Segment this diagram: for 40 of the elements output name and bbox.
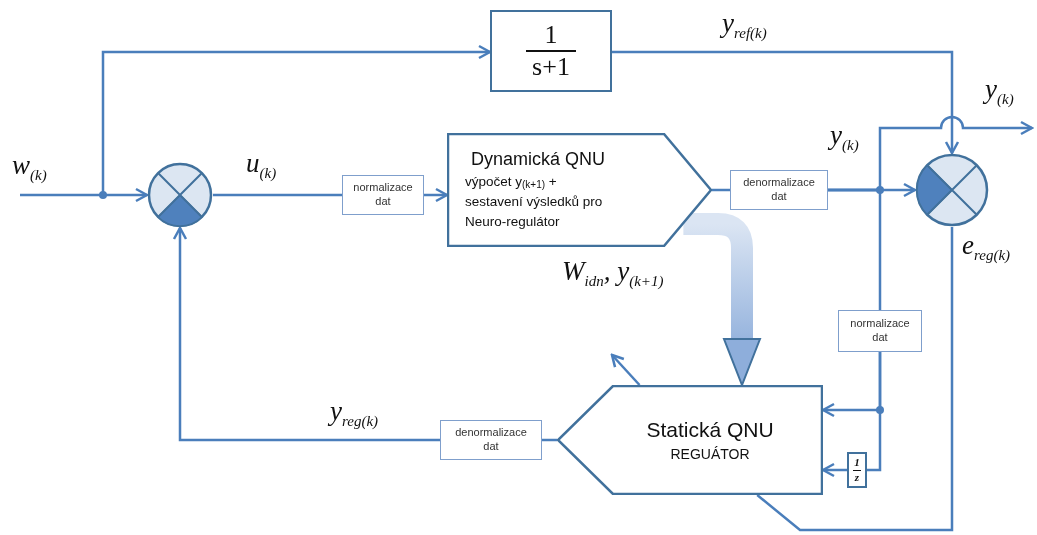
process-box	[440, 420, 542, 460]
block-title: Dynamická QNU	[471, 148, 606, 170]
denominator: z	[852, 469, 862, 484]
box-label: normalizace dat	[849, 317, 911, 345]
delay-block	[847, 452, 867, 488]
connector-line	[213, 193, 342, 197]
summing-junction	[147, 162, 213, 228]
block-description: výpočet y$_{(k+1)}$ + sestavení výsledků pro Neuro-regulátor	[465, 172, 604, 231]
block-description: REGUÁTOR	[670, 446, 750, 462]
process-block	[557, 385, 823, 495]
arrow	[424, 187, 449, 203]
signal-label: W$_{idn}$, y$_{(k+1)}$	[562, 258, 664, 289]
connector-line	[828, 188, 882, 310]
signal-label: w$_{(k)}$	[12, 152, 47, 183]
arrow	[610, 353, 641, 386]
signal-label: u$_{(k)}$	[246, 150, 277, 181]
signal-label: y$_{ref(k)}$	[722, 10, 767, 41]
signal-label: y$_{(k)}$	[985, 76, 1014, 107]
process-box	[730, 170, 828, 210]
process-box	[342, 175, 424, 215]
process-box	[838, 310, 922, 352]
arrow	[612, 50, 960, 155]
summing-junction	[915, 153, 989, 227]
signal-label: y$_{(k)}$	[830, 122, 859, 153]
connector-line	[756, 227, 954, 532]
denominator: s+1	[526, 50, 576, 82]
block-title: Statická QNU	[646, 418, 774, 442]
signal-label: e$_{reg(k)}$	[962, 232, 1011, 263]
arrow	[172, 226, 440, 442]
block-arrow	[683, 213, 761, 386]
box-label: denormalizace dat	[454, 426, 528, 454]
signal-label: y$_{reg(k)}$	[330, 398, 379, 429]
numerator: 1	[543, 20, 559, 50]
box-label: normalizace dat	[352, 181, 414, 209]
numerator: 1	[853, 456, 861, 470]
connector-line	[867, 352, 882, 472]
arrow	[20, 187, 149, 203]
transfer-function-block	[490, 10, 612, 92]
box-label: denormalizace dat	[742, 176, 816, 204]
process-block	[447, 133, 712, 247]
